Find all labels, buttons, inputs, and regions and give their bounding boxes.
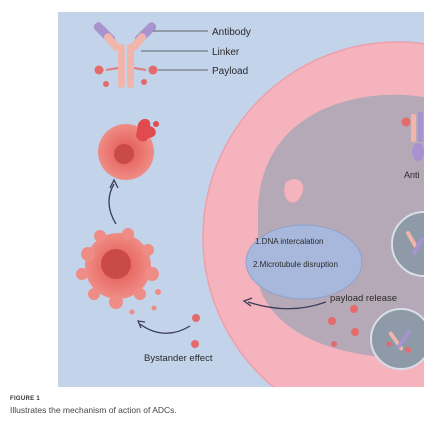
lysosome bbox=[371, 309, 424, 369]
caption-figure-label: FIGURE 1 bbox=[10, 395, 420, 404]
bystander-effect-label: Bystander effect bbox=[144, 353, 213, 364]
legend-payload-label: Payload bbox=[212, 66, 248, 77]
adc-mechanism-diagram: Antibody Linker Payload 1.DNA intercalat… bbox=[58, 12, 424, 387]
antigen-label-cutoff: Anti bbox=[404, 170, 420, 180]
mechanism-dna-intercalation: 1.DNA intercalation bbox=[255, 237, 323, 246]
figure-caption: FIGURE 1 Illustrates the mechanism of ac… bbox=[10, 395, 420, 416]
mechanism-microtubule-disruption: 2.Microtubule disruption bbox=[253, 260, 338, 269]
legend-antibody-label: Antibody bbox=[212, 27, 251, 38]
caption-text: Illustrates the mechanism of action of A… bbox=[10, 404, 420, 416]
legend-linker-label: Linker bbox=[212, 47, 240, 58]
payload-release-label: payload release bbox=[330, 293, 397, 304]
